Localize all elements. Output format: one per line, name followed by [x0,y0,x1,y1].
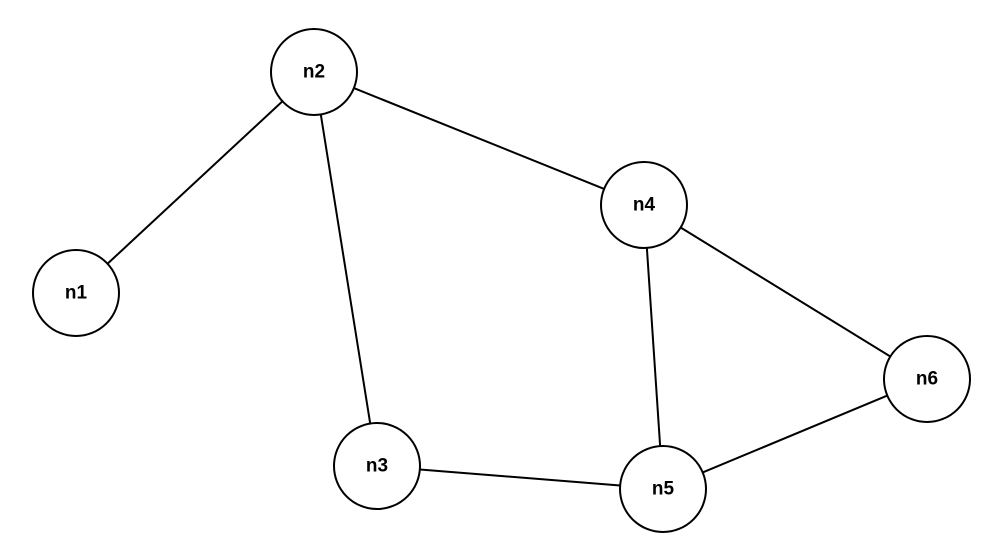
graph-node-circle-n3[interactable] [333,422,421,510]
graph-edge-n5-n6 [701,394,889,474]
graph-node-circle-n5[interactable] [619,445,707,533]
graph-edge-n3-n5 [418,468,622,487]
graph-node-n1[interactable]: n1 [32,249,120,337]
graph-node-label-n1: n1 [65,283,88,304]
graph-edge-n1-n2 [106,100,284,265]
graph-node-n5[interactable]: n5 [619,445,707,533]
graph-node-n4[interactable]: n4 [600,161,688,249]
graph-node-circle-n4[interactable] [600,161,688,249]
graph-edge-n2-n3 [319,113,372,425]
graph-node-n6[interactable]: n6 [883,335,971,423]
graph-node-circle-n1[interactable] [32,249,120,337]
graph-node-circle-n2[interactable] [270,28,358,116]
graph-node-circle-n6[interactable] [883,335,971,423]
graph-node-label-n6: n6 [916,369,938,390]
graph-edge-n2-n4 [352,87,606,190]
graph-node-label-n2: n2 [303,62,325,83]
graph-node-label-n5: n5 [652,479,675,500]
graph-edge-n4-n5 [645,246,662,448]
graph-node-n2[interactable]: n2 [270,28,358,116]
node-layer: n1 n2 n3 n4 n5 n6 [32,28,971,533]
graph-node-label-n3: n3 [366,456,388,477]
graph-edge-n4-n6 [679,226,892,358]
graph-node-label-n4: n4 [633,195,656,216]
edge-layer [106,87,892,487]
graph-node-n3[interactable]: n3 [333,422,421,510]
